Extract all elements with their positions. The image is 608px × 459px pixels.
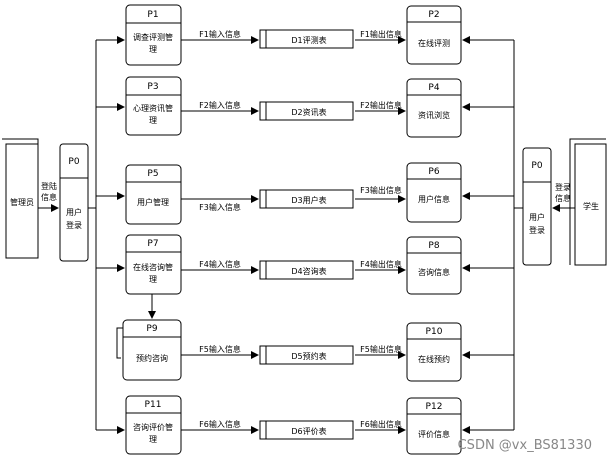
p4-id: P4 (428, 83, 439, 93)
p2-name-1: 在线评测 (418, 38, 450, 48)
store-d6-label: D6评价表 (291, 426, 326, 436)
process-p12 (406, 397, 462, 455)
store-d1-label: D1评测表 (291, 35, 326, 45)
flow-out-3: F3输出信息 (360, 185, 402, 195)
p5-name-1: 用户管理 (137, 197, 169, 207)
watermark: CSDN @vx_BS81330 (457, 438, 592, 453)
flow-in-5: F5输入信息 (199, 344, 241, 354)
process-p5 (125, 164, 182, 225)
p11-name-2: 理 (149, 435, 157, 444)
p10-id: P10 (426, 327, 443, 337)
store-d6 (259, 420, 354, 440)
p5-id: P5 (147, 169, 158, 179)
flow-out-5: F5输出信息 (360, 344, 402, 354)
p3-id: P3 (147, 82, 158, 92)
p6-name-1: 用户信息 (418, 194, 450, 204)
p1-id: P1 (147, 10, 158, 20)
student-login-label-1: 登录 (555, 182, 571, 192)
admin-entity (2, 138, 39, 259)
admin-login-label-2: 信息 (41, 192, 57, 202)
flow-out-6: F6输出信息 (360, 419, 402, 429)
flow-in-6: F6输入信息 (199, 419, 241, 429)
p12-name-1: 评价信息 (418, 429, 450, 439)
store-d5 (259, 345, 354, 365)
store-d2-label: D2资讯表 (291, 107, 326, 117)
p0-right-id: P0 (531, 161, 542, 171)
process-p10 (406, 322, 462, 382)
p7-id: P7 (147, 239, 158, 249)
p12-id: P12 (426, 402, 443, 412)
p0-right-name-1: 用户 (529, 212, 545, 222)
process-p7 (125, 234, 182, 295)
p7-name-1: 在线咨询管 (133, 262, 173, 272)
store-d3-label: D3用户表 (291, 195, 326, 205)
process-p0-right (522, 147, 552, 266)
p10-name-1: 在线预约 (418, 354, 450, 364)
student-entity (569, 138, 607, 266)
p0-left-name-1: 用户 (66, 207, 82, 217)
p11-id: P11 (145, 400, 162, 410)
process-p1 (125, 4, 182, 66)
p0-right-name-2: 登录 (529, 225, 545, 235)
flow-in-3: F3输入信息 (199, 202, 241, 212)
store-d5-label: D5预约表 (291, 351, 326, 361)
flow-arrows (181, 36, 406, 434)
admin-login-label-1: 登陆 (41, 181, 57, 191)
p11-name-1: 咨询评价管 (133, 422, 173, 432)
p3-name-2: 理 (149, 116, 157, 125)
flow-in-2: F2输入信息 (199, 100, 241, 110)
left-bus (88, 36, 125, 434)
admin-label: 管理员 (10, 197, 34, 207)
process-p9 (122, 319, 182, 381)
student-login-label-2: 信息 (555, 193, 571, 203)
flow-out-2: F2输出信息 (360, 100, 402, 110)
process-p8 (406, 236, 462, 295)
p8-id: P8 (428, 241, 439, 251)
process-p11 (125, 395, 182, 455)
process-p3 (125, 76, 182, 136)
p7-name-2: 理 (149, 275, 157, 284)
p6-id: P6 (428, 167, 439, 177)
process-p4 (406, 78, 462, 138)
process-p0-left (59, 143, 89, 262)
flow-in-4: F4输入信息 (199, 259, 241, 269)
flow-out-1: F1输出信息 (360, 29, 402, 39)
store-d4-label: D4咨询表 (291, 266, 326, 276)
p0-left-name-2: 登录 (66, 220, 82, 230)
process-p2 (406, 5, 462, 65)
store-d1 (259, 29, 354, 49)
store-d2 (259, 101, 354, 121)
store-d3 (259, 189, 354, 209)
right-bus (462, 36, 523, 434)
p9-name-1: 预约咨询 (136, 353, 168, 363)
p8-name-1: 咨询信息 (418, 267, 450, 277)
student-label: 学生 (583, 201, 599, 211)
p3-name-1: 心理资讯管 (133, 103, 173, 113)
p1-name-1: 调查评测管 (133, 32, 173, 42)
p1-name-2: 理 (149, 45, 157, 54)
flow-out-4: F4输出信息 (360, 259, 402, 269)
p2-id: P2 (428, 10, 439, 20)
p9-bracket (116, 327, 123, 359)
store-d4 (259, 260, 354, 280)
process-p6 (406, 162, 462, 223)
flow-in-1: F1输入信息 (199, 29, 241, 39)
p0-left-id: P0 (68, 157, 79, 167)
p4-name-1: 资讯浏览 (418, 110, 450, 120)
p9-id: P9 (146, 324, 157, 334)
